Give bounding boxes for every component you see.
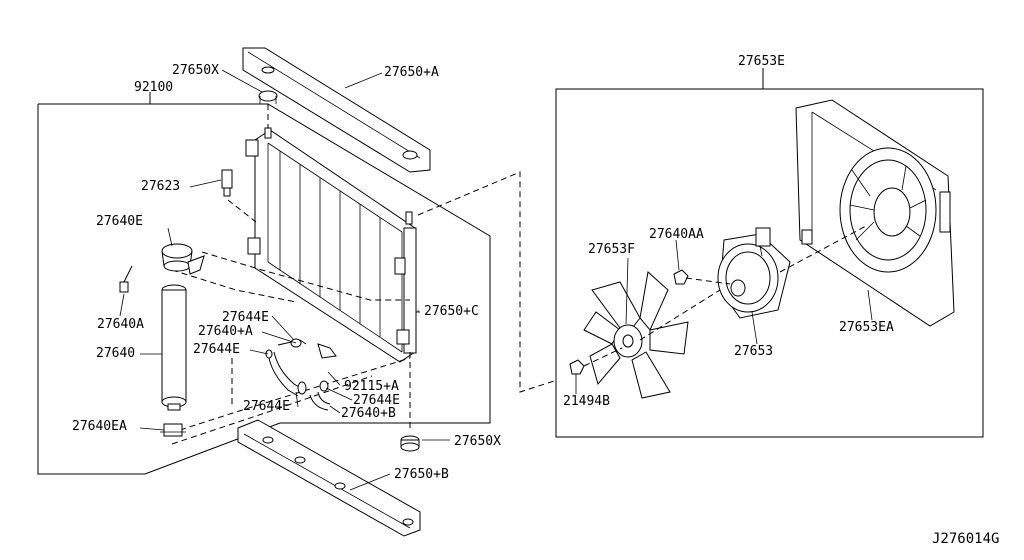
callout-27644E-3: 27644E <box>353 393 400 408</box>
callout-92115A: 92115+A <box>344 379 399 394</box>
top-rubber-mount <box>258 90 278 102</box>
callout-27650C: 27650+C <box>424 304 479 319</box>
callout-27653EA: 27653EA <box>839 320 894 335</box>
callout-27640AA: 27640AA <box>649 227 704 242</box>
condenser <box>245 127 417 363</box>
callout-27653E: 27653E <box>738 54 785 69</box>
callout-27640E: 27640E <box>96 214 143 229</box>
drier-lower-clamp <box>160 423 186 437</box>
assembly-frame-left <box>37 103 491 475</box>
callout-27644E-1: 27644E <box>222 310 269 325</box>
bottom-rubber-mount <box>400 435 420 452</box>
drier-bracket <box>161 243 205 275</box>
callout-27650A: 27650+A <box>384 65 439 80</box>
fan-motor <box>717 227 791 319</box>
lower-bracket <box>237 419 421 537</box>
callout-27650X-bottom: 27650X <box>454 434 501 449</box>
callout-27640EA: 27640EA <box>72 419 127 434</box>
pressure-switch <box>189 169 233 197</box>
leader-lines <box>119 69 450 491</box>
callout-27640: 27640 <box>96 346 136 361</box>
fan-leader-lines <box>575 239 873 394</box>
upper-bracket <box>242 47 431 173</box>
callout-27644E-2: 27644E <box>193 342 240 357</box>
callout-27623: 27623 <box>141 179 181 194</box>
assembly-frame-right <box>555 88 984 438</box>
callout-27650B: 27650+B <box>394 467 449 482</box>
callout-27653: 27653 <box>734 344 774 359</box>
nut-27640AA <box>673 269 689 285</box>
callout-27650X-top: 27650X <box>172 63 219 78</box>
bolt-27640A <box>119 265 133 293</box>
callout-27640plusA: 27640+A <box>198 324 253 339</box>
callout-27640A: 27640A <box>97 317 144 332</box>
callout-27640B: 27640+B <box>341 406 396 421</box>
callout-27644E-4: 27644E <box>243 399 290 414</box>
fan-blade <box>583 271 689 399</box>
callout-92100: 92100 <box>134 80 174 95</box>
diagram-id: J276014G <box>932 531 1000 547</box>
nut-21494B <box>569 359 585 375</box>
receiver-drier <box>161 284 187 411</box>
callout-27653F: 27653F <box>588 242 635 257</box>
fan-shroud <box>795 99 955 327</box>
callout-21494B: 21494B <box>563 394 610 409</box>
